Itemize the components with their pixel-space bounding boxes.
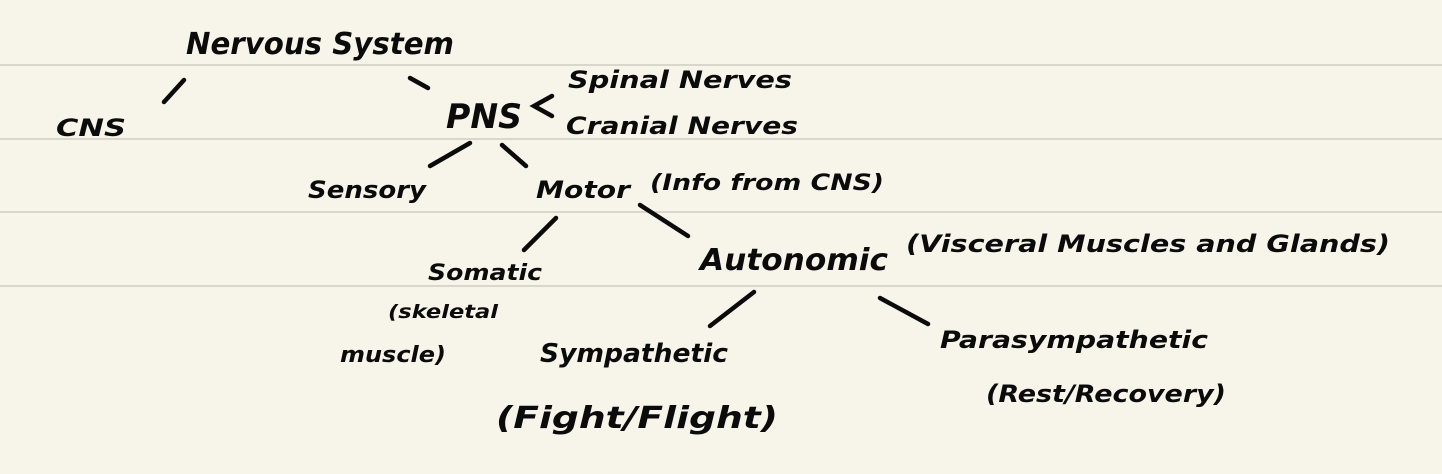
- node-sympathetic: Sympathetic: [540, 339, 729, 369]
- node-somatic-note-2: muscle): [340, 343, 446, 368]
- edge-nervous-system-pns: [407, 75, 431, 91]
- node-cranial-nerves: Cranial Nerves: [566, 112, 798, 140]
- node-sensory: Sensory: [308, 176, 427, 204]
- edges: [161, 75, 931, 329]
- node-cns: CNS: [56, 114, 126, 142]
- node-autonomic-note: (Visceral Muscles and Glands): [906, 230, 1390, 258]
- node-parasympathetic-note: (Rest/Recovery): [986, 380, 1226, 408]
- node-sympathetic-note: (Fight/Flight): [496, 401, 778, 436]
- node-autonomic: Autonomic: [698, 243, 888, 278]
- edge-autonomic-parasympathetic: [877, 295, 931, 327]
- ruled-lines: [0, 64, 1442, 287]
- edge-autonomic-sympathetic: [707, 289, 757, 329]
- node-spinal-nerves: Spinal Nerves: [568, 66, 792, 94]
- node-somatic-note-1: (skeletal: [388, 301, 499, 323]
- node-parasympathetic: Parasympathetic: [940, 326, 1208, 354]
- node-somatic: Somatic: [428, 261, 542, 286]
- edge-motor-somatic: [521, 215, 559, 253]
- edge-motor-autonomic: [637, 202, 691, 239]
- node-nervous-system: Nervous System: [186, 27, 454, 62]
- edge-pns-spinal-cranial: [529, 93, 555, 119]
- edge-pns-sensory: [427, 140, 473, 169]
- node-motor-note: (Info from CNS): [650, 171, 884, 196]
- node-motor: Motor: [536, 176, 633, 204]
- edge-pns-motor: [499, 142, 529, 169]
- node-pns: PNS: [446, 97, 522, 137]
- nodes: Nervous System CNS PNS Spinal Nerves Cra…: [56, 27, 1390, 436]
- edge-nervous-system-cns: [161, 77, 187, 105]
